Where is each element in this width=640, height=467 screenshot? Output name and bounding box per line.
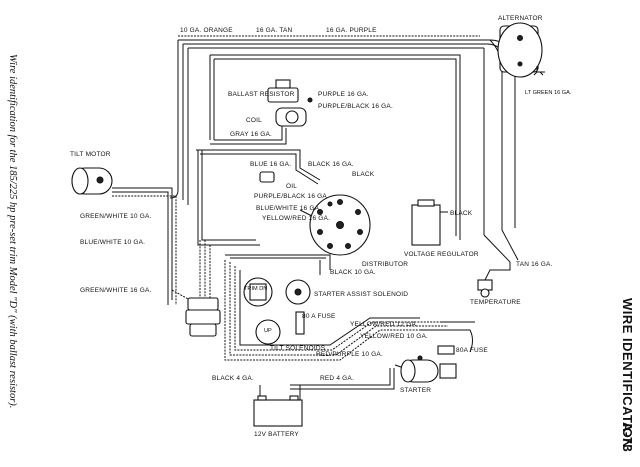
label-temperature: TEMPERATURE bbox=[470, 299, 521, 306]
label-tilt-solenoids: TILT SOLENOIDS bbox=[270, 345, 326, 352]
label-purple-black-16: PURPLE/BLACK 16 GA. bbox=[318, 103, 393, 110]
label-voltage-regulator: VOLTAGE REGULATOR bbox=[404, 251, 479, 258]
label-red-purple-10: RED/PURPLE 10 GA. bbox=[316, 351, 383, 358]
label-black-vr: BLACK bbox=[450, 210, 473, 217]
label-ga10-orange: 10 GA. ORANGE bbox=[180, 27, 233, 34]
harness-plug bbox=[185, 297, 221, 337]
label-red-4: RED 4 GA. bbox=[320, 375, 354, 382]
label-purple-16: PURPLE 16 GA. bbox=[318, 91, 369, 98]
oil-sender bbox=[259, 171, 275, 183]
label-black-16: BLACK 16 GA. bbox=[308, 161, 354, 168]
voltage-regulator bbox=[411, 199, 448, 246]
label-up: UP bbox=[264, 328, 272, 334]
label-black-dist: BLACK bbox=[352, 171, 375, 178]
temperature-sender bbox=[477, 279, 493, 298]
label-starter: STARTER bbox=[400, 387, 431, 394]
label-black-4: BLACK 4 GA. bbox=[212, 375, 254, 382]
label-black-10: BLACK 10 GA. bbox=[330, 269, 376, 276]
label-fuse-80a-left: 80 A FUSE bbox=[302, 313, 336, 320]
label-oil: OIL bbox=[286, 183, 297, 190]
label-ballast-resistor: BALLAST RESISTOR bbox=[228, 91, 295, 98]
label-ga16-purple-top: 16 GA. PURPLE bbox=[326, 27, 377, 34]
ballast-resistor bbox=[267, 79, 313, 103]
label-gray-16: GRAY 16 GA. bbox=[230, 131, 272, 138]
coil bbox=[275, 107, 307, 127]
fuse-80a-right bbox=[437, 345, 455, 355]
label-distributor: DISTRIBUTOR bbox=[362, 261, 408, 268]
alternator bbox=[497, 22, 545, 78]
label-tan-16: TAN 16 GA. bbox=[516, 261, 553, 268]
label-fuse-80a-right: 80A FUSE bbox=[456, 347, 488, 354]
page-title: WIRE IDENTIFICATION bbox=[620, 298, 635, 448]
battery bbox=[253, 395, 303, 427]
label-battery: 12V BATTERY bbox=[254, 431, 299, 438]
starter bbox=[400, 355, 457, 383]
distributor bbox=[309, 194, 371, 256]
side-caption: Wire identification for the 185/225 hp p… bbox=[7, 54, 18, 408]
label-trim-dn: TRIM DN bbox=[244, 286, 267, 292]
label-purple-black-16-b: PURPLE/BLACK 16 GA. bbox=[254, 193, 329, 200]
label-blue-white-16: BLUE/WHITE 16 GA. bbox=[256, 205, 321, 212]
label-yellow-red-10: YELLOW/RED 10 GA. bbox=[360, 333, 428, 340]
label-blue-white-10: BLUE/WHITE 10 GA. bbox=[80, 239, 145, 246]
label-green-white-16: GREEN/WHITE 16 GA. bbox=[80, 287, 152, 294]
trim-dn-relay bbox=[243, 277, 273, 307]
tilt-motor bbox=[71, 167, 113, 195]
label-starter-assist-solenoid: STARTER ASSIST SOLENOID bbox=[314, 291, 408, 298]
page-number: A-73 bbox=[620, 422, 635, 452]
label-ga16-tan-top: 16 GA. TAN bbox=[256, 27, 293, 34]
fuse-80a-left bbox=[295, 311, 305, 335]
label-lt-green: LT GREEN 16 GA. bbox=[525, 90, 572, 96]
label-tilt-motor: TILT MOTOR bbox=[70, 151, 111, 158]
starter-assist-solenoid bbox=[285, 279, 311, 305]
label-coil: COIL bbox=[246, 117, 262, 124]
label-yellow-red-12: YELLOW/RED 12 GA. bbox=[350, 321, 418, 328]
label-blue-16: BLUE 16 GA. bbox=[250, 161, 291, 168]
label-green-white-10: GREEN/WHITE 10 GA. bbox=[80, 213, 152, 220]
main-harness bbox=[112, 35, 519, 400]
up-solenoid bbox=[255, 319, 281, 345]
label-yellow-red-16: YELLOW/RED 16 GA. bbox=[262, 215, 330, 222]
label-alternator: ALTERNATOR bbox=[498, 15, 543, 22]
